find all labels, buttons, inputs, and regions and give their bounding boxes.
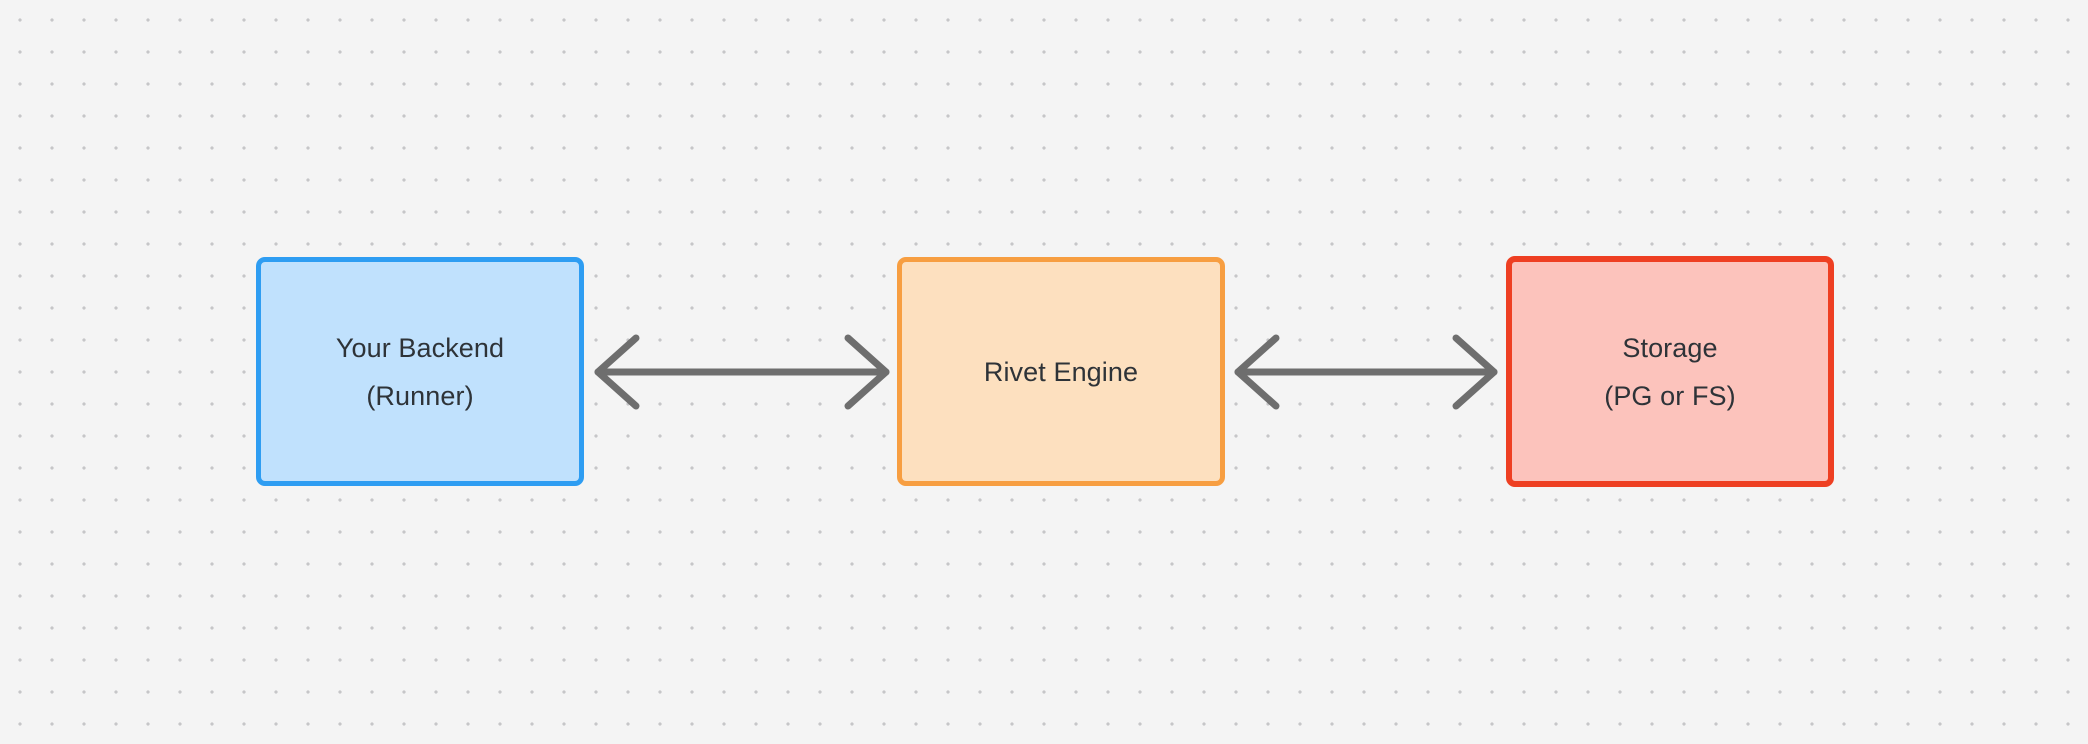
node-your-backend-label-line1: Your Backend <box>335 332 505 363</box>
edge-engine-to-storage[interactable] <box>1232 330 1500 414</box>
node-your-backend-label-line2: (Runner) <box>366 380 474 411</box>
node-storage[interactable]: Storage (PG or FS) <box>1506 256 1834 487</box>
bidirectional-arrow-icon <box>594 334 890 410</box>
node-rivet-engine[interactable]: Rivet Engine <box>897 257 1225 486</box>
node-your-backend[interactable]: Your Backend (Runner) <box>256 257 584 486</box>
node-rivet-engine-label: Rivet Engine <box>983 356 1139 387</box>
bidirectional-arrow-icon <box>1234 334 1498 410</box>
node-storage-label-line1: Storage <box>1622 332 1718 363</box>
node-storage-label-line2: (PG or FS) <box>1604 380 1736 411</box>
edge-backend-to-engine[interactable] <box>592 330 892 414</box>
